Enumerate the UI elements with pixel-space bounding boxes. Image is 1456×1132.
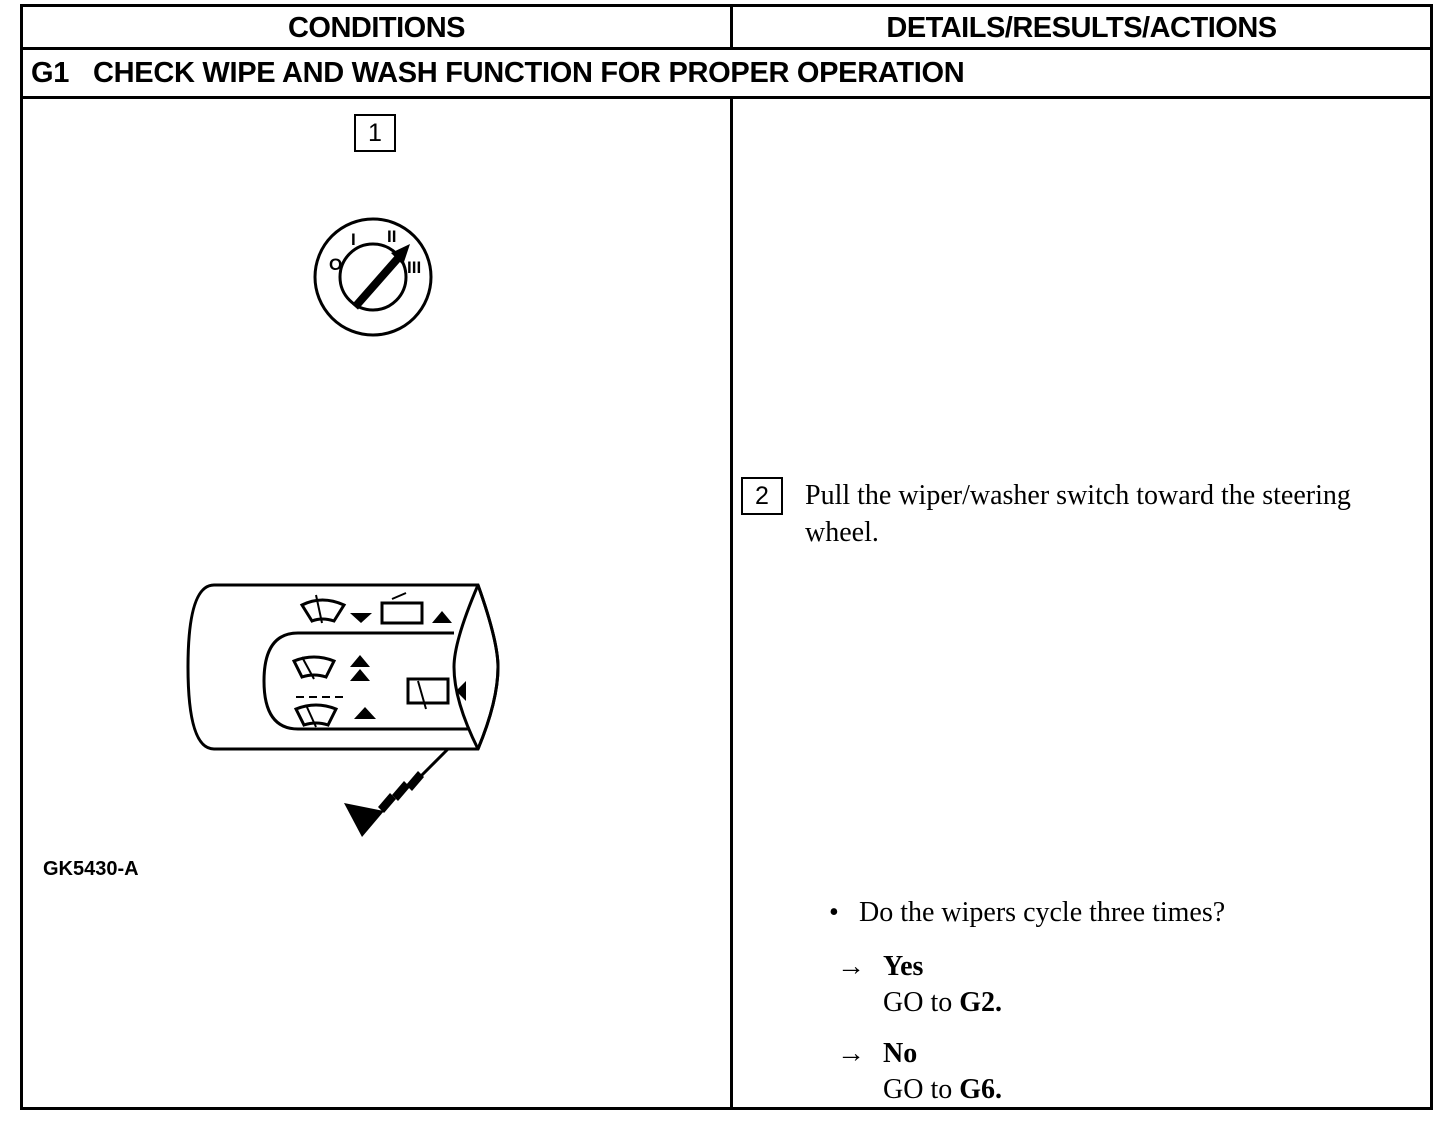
question-text: Do the wipers cycle three times?	[859, 897, 1226, 928]
answer-label: Yes	[883, 951, 924, 982]
column-header-details: DETAILS/RESULTS/ACTIONS	[886, 12, 1277, 44]
ignition-pos-0: O	[329, 255, 342, 274]
step-2-box: 2	[741, 477, 783, 515]
answer-target: G2.	[959, 987, 1003, 1018]
right-arrow-icon: →	[837, 951, 865, 982]
ignition-pos-2: II	[387, 227, 396, 246]
question: • Do the wipers cycle three times?	[829, 897, 1225, 929]
test-id: G1	[31, 57, 70, 89]
test-title-row: G1 CHECK WIPE AND WASH FUNCTION FOR PROPE…	[23, 50, 1430, 99]
answer-target: G6.	[959, 1074, 1003, 1105]
step-2-instruction: Pull the wiper/washer switch toward the …	[805, 480, 1351, 548]
test-title-text: CHECK WIPE AND WASH FUNCTION FOR PROPER …	[93, 57, 965, 89]
column-divider	[730, 7, 733, 50]
wiper-washer-switch-icon	[186, 583, 500, 837]
ignition-switch-icon: O I II III	[313, 217, 433, 337]
answer-label: No	[883, 1038, 918, 1069]
right-arrow-icon: →	[837, 1038, 865, 1069]
test-title: G1 CHECK WIPE AND WASH FUNCTION FOR PROPE…	[31, 50, 965, 96]
table-header-row: CONDITIONS DETAILS/RESULTS/ACTIONS	[23, 7, 1430, 50]
step-1-box: 1	[354, 114, 396, 152]
answer-action: GO to	[883, 1074, 953, 1105]
bullet-icon: •	[829, 897, 839, 928]
ignition-pos-1: I	[351, 230, 356, 249]
answer-no: → No GO to G6.	[837, 1036, 1002, 1108]
column-divider-main	[730, 99, 733, 1107]
diagnostic-table: CONDITIONS DETAILS/RESULTS/ACTIONS G1 CHE…	[20, 4, 1433, 1110]
figure-id: GK5430-A	[43, 858, 139, 880]
answer-action: GO to	[883, 987, 953, 1018]
ignition-pos-3: III	[407, 258, 421, 277]
answer-yes: → Yes GO to G2.	[837, 949, 1002, 1021]
column-header-conditions: CONDITIONS	[287, 12, 466, 44]
